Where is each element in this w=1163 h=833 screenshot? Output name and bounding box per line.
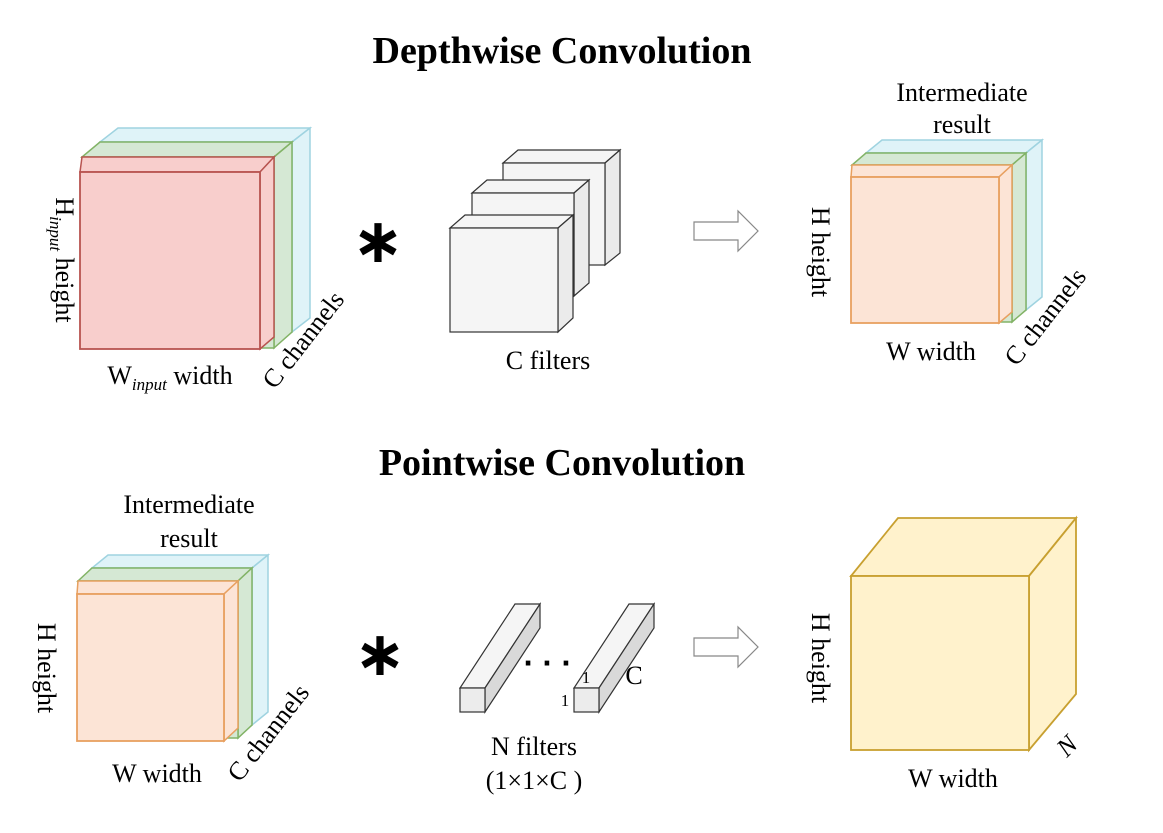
depthwise-input-width-label: Winput width [107,361,232,394]
pw-input-slice-orange [76,579,240,743]
pointwise-input-title-line2: result [160,524,219,553]
input-slice-red [79,155,276,351]
pointwise-output-height-label: H height [806,613,835,704]
result-slice-orange [850,163,1014,325]
pointwise-filter-last [572,601,656,715]
depthwise-result-width-label: W width [886,337,976,366]
pointwise-title: Pointwise Convolution [379,442,745,484]
pointwise-filters-label-line2: (1×1×C ) [486,766,582,795]
depthwise-filters [448,148,622,334]
pointwise-filter-dim-side: 1 [561,691,570,710]
depthwise-result-arrow [693,209,759,253]
depthwise-result-tensor [849,138,1045,325]
pointwise-filters-label-line1: N filters [491,732,577,761]
depthwise-result-title-line1: Intermediate [896,78,1027,107]
pointwise-result-arrow [693,625,759,669]
pointwise-filter-ellipsis: · · · [523,649,571,679]
pointwise-input-width-label: W width [112,759,202,788]
depthwise-title: Depthwise Convolution [373,30,752,72]
pointwise-filter-dim-top: 1 [582,668,591,687]
depthwise-convolution-operator: ∗ [352,204,404,277]
pointwise-output-depth-label: N [1050,728,1085,763]
pointwise-output-tensor [849,515,1078,753]
pointwise-output-width-label: W width [908,764,998,793]
depthwise-result-title-line2: result [933,110,992,139]
filter-cube-front [448,213,575,334]
pointwise-input-tensor [76,553,271,743]
pointwise-input-title-line1: Intermediate [123,490,254,519]
depthwise-input-height-label: Hinput height [46,197,79,323]
pointwise-input-height-label: H height [32,623,61,714]
pointwise-filter-dim-c: C [625,661,642,690]
pointwise-filters: · · · 1 1 C [458,601,656,715]
pointwise-filter-first [458,601,542,715]
pointwise-convolution-operator: ∗ [354,617,406,690]
depthwise-filters-label: C filters [506,346,591,375]
depthwise-input-tensor [79,126,313,351]
depthwise-result-height-label: H height [806,207,835,298]
